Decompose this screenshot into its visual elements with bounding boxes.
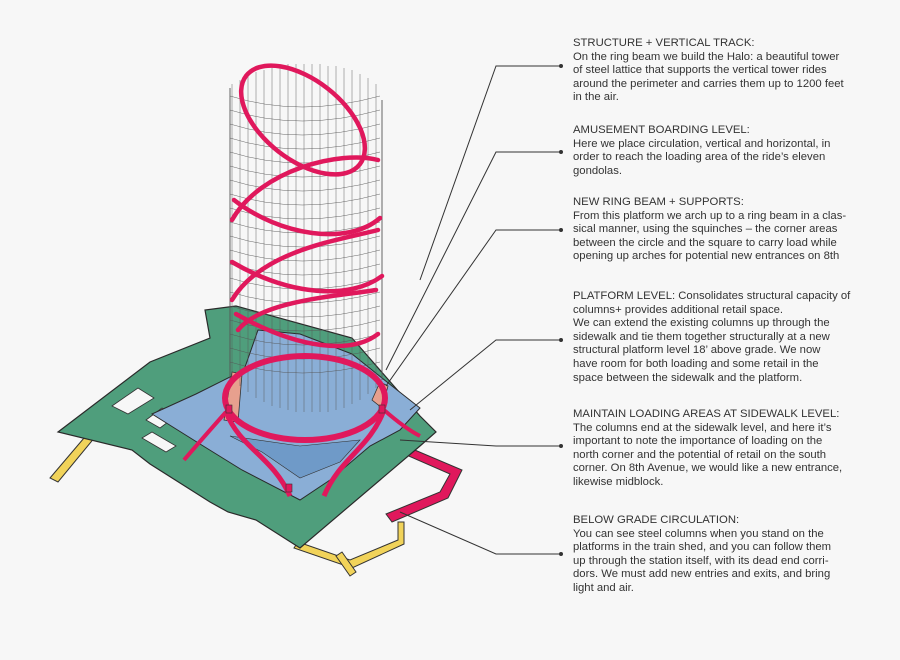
annotation-platform-level: PLATFORM LEVEL: Consolidates structural … xyxy=(573,290,873,385)
annotation-amusement-boarding-level: AMUSEMENT BOARDING LEVEL: Here we place … xyxy=(573,124,873,178)
annotation-heading: MAINTAIN LOADING AREAS AT SIDEWALK LEVEL… xyxy=(573,408,840,420)
annotation-new-ring-beam-supports: NEW RING BEAM + SUPPORTS: From this plat… xyxy=(573,196,873,264)
steel-lattice-tower xyxy=(229,64,383,412)
annotation-body: You can see steel columns when you stand… xyxy=(573,527,832,594)
annotation-body: From this platform we arch up to a ring … xyxy=(573,209,847,263)
annotation-heading: NEW RING BEAM + SUPPORTS: xyxy=(573,196,744,208)
ring-beam xyxy=(182,353,421,498)
annotation-heading: STRUCTURE + VERTICAL TRACK: xyxy=(573,37,755,49)
annotation-heading: BELOW GRADE CIRCULATION: xyxy=(573,514,740,526)
annotation-heading: PLATFORM LEVEL: Consolidates structural … xyxy=(573,290,851,302)
annotation-below-grade-circulation: BELOW GRADE CIRCULATION: You can see ste… xyxy=(573,514,873,596)
loading-strip xyxy=(385,447,463,523)
annotation-body: The columns end at the sidewalk level, a… xyxy=(573,421,843,488)
annotation-body: Here we place circulation, vertical and … xyxy=(573,137,831,177)
leader-line-endpoints xyxy=(559,64,563,556)
ring-connector-nodes xyxy=(225,404,386,493)
annotation-body: On the ring beam we build the Halo: a be… xyxy=(573,50,844,104)
annotation-heading: AMUSEMENT BOARDING LEVEL: xyxy=(573,124,750,136)
vertical-track-helix xyxy=(229,63,385,349)
annotation-structure-vertical-track: STRUCTURE + VERTICAL TRACK: On the ring … xyxy=(573,37,873,105)
leader-lines xyxy=(385,65,561,555)
annotation-body: columns+ provides additional retail spac… xyxy=(573,303,830,384)
annotation-loading-areas-sidewalk: MAINTAIN LOADING AREAS AT SIDEWALK LEVEL… xyxy=(573,408,873,490)
